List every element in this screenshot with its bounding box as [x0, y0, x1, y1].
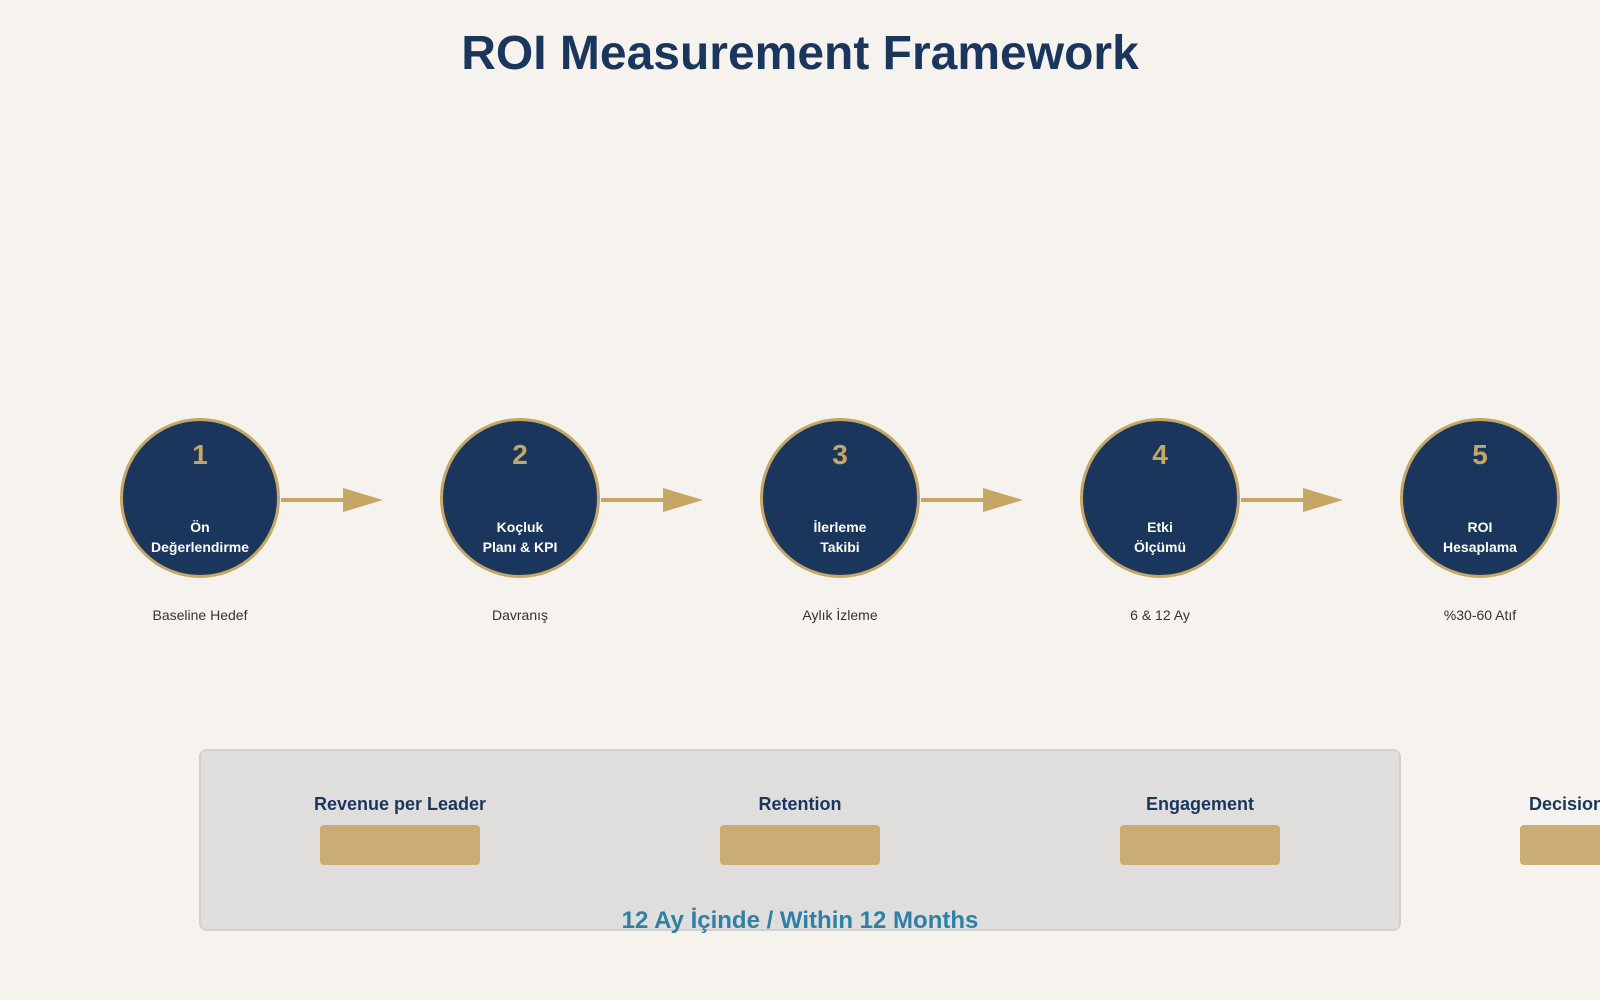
step-label: İlerleme Takibi — [763, 517, 917, 557]
step-4-caption: 6 & 12 Ay — [1130, 607, 1190, 623]
step-label-line1: Koçluk — [496, 519, 544, 535]
step-label-line1: Etki — [1147, 519, 1173, 535]
metric-label-revenue: Revenue per Leader — [313, 794, 487, 814]
metric-label-decision: Decision — [1529, 794, 1600, 814]
step-2-caption: Davranış — [491, 607, 549, 623]
arrow-right-icon — [921, 488, 1023, 512]
metric-label-engagement: Engagement — [1145, 794, 1255, 814]
step-5-caption: %30-60 Atıf — [1443, 607, 1517, 623]
metric-bar-revenue — [320, 825, 480, 865]
step-label-line2: Ölçümü — [1133, 539, 1187, 555]
step-label-line2: Hesaplama — [1443, 539, 1517, 555]
step-label-line2: Planı & KPI — [482, 539, 558, 555]
arrow-right-icon — [1241, 488, 1343, 512]
step-label-line2: Takibi — [820, 539, 860, 555]
step-label: Ön Değerlendirme — [123, 517, 277, 557]
step-4-circle: 4 Etki Ölçümü — [1080, 418, 1240, 578]
step-number: 2 — [512, 439, 528, 470]
step-5-circle: 5 ROI Hesaplama — [1400, 418, 1560, 578]
step-1-caption: Baseline Hedef — [152, 607, 248, 623]
step-number: 3 — [832, 439, 848, 470]
step-number: 1 — [192, 439, 208, 470]
step-label-line1: Ön — [190, 519, 210, 535]
metric-label-retention: Retention — [758, 794, 842, 814]
timeframe-caption: 12 Ay İçinde / Within 12 Months — [621, 907, 979, 934]
metric-bar-engagement — [1120, 825, 1280, 865]
step-label-line1: İlerleme — [813, 519, 867, 535]
step-label-line1: ROI — [1467, 519, 1493, 535]
arrow-right-icon — [281, 488, 383, 512]
step-number: 4 — [1152, 439, 1168, 470]
metric-bar-retention — [720, 825, 880, 865]
step-label-line2: Değerlendirme — [150, 539, 250, 555]
step-label: Koçluk Planı & KPI — [443, 517, 597, 557]
step-1-circle: 1 Ön Değerlendirme — [120, 418, 280, 578]
step-number: 5 — [1472, 439, 1488, 470]
step-2-circle: 2 Koçluk Planı & KPI — [440, 418, 600, 578]
page-title: ROI Measurement Framework — [461, 27, 1139, 80]
step-label: ROI Hesaplama — [1403, 517, 1557, 557]
step-3-circle: 3 İlerleme Takibi — [760, 418, 920, 578]
step-3-caption: Aylık İzleme — [802, 607, 878, 623]
step-label: Etki Ölçümü — [1083, 517, 1237, 557]
metric-bar-decision — [1520, 825, 1600, 865]
arrow-right-icon — [601, 488, 703, 512]
